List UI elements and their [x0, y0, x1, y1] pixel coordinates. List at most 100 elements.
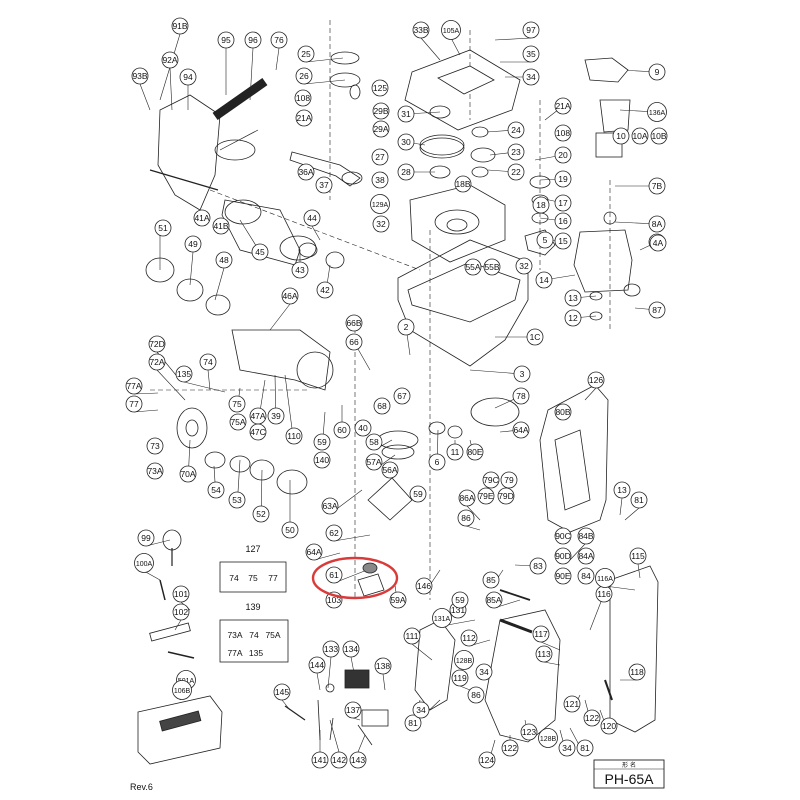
callout-number: 32: [376, 219, 386, 229]
callout-number: 77A: [126, 381, 141, 391]
callout-number: 14: [539, 275, 549, 285]
callout-number: 123: [522, 727, 536, 737]
callout-number: 97: [526, 25, 536, 35]
callout-number: 75A: [230, 417, 245, 427]
part-callouts: 2345691011121314151617181920222324252627…: [125, 17, 668, 769]
callout-50: 50: [281, 521, 299, 539]
callout-136A: 136A: [647, 102, 667, 122]
callout-number: 115: [631, 551, 645, 561]
callout-number: 92A: [162, 55, 177, 65]
callout-number: 125: [373, 83, 387, 93]
callout-number: 59A: [390, 595, 405, 605]
callout-number: 79C: [483, 475, 499, 485]
kit-127: 127 74 75 77: [219, 544, 287, 593]
callout-54: 54: [207, 481, 225, 499]
callout-number: 77: [129, 399, 139, 409]
callout-number: 51: [158, 223, 168, 233]
callout-number: 75: [232, 399, 242, 409]
callout-number: 94: [183, 72, 193, 82]
callout-116A: 116A: [595, 568, 615, 588]
callout-120: 120: [600, 717, 618, 735]
callout-90C: 90C: [554, 527, 572, 545]
callout-number: 85A: [486, 595, 501, 605]
callout-number: 13: [617, 485, 627, 495]
callout-number: 144: [310, 660, 324, 670]
callout-16: 16: [554, 212, 572, 230]
callout-18: 18: [532, 196, 550, 214]
callout-number: 35: [526, 49, 536, 59]
callout-92A: 92A: [161, 51, 179, 69]
callout-117: 117: [532, 625, 550, 643]
kit-139-item: 73A: [227, 630, 242, 640]
callout-79E: 79E: [477, 487, 495, 505]
callout-number: 9: [655, 67, 660, 77]
callout-12: 12: [564, 309, 582, 327]
callout-number: 64A: [513, 425, 528, 435]
callout-113: 113: [535, 645, 553, 663]
callout-72A: 72A: [148, 353, 166, 371]
callout-131A: 131A: [432, 608, 452, 628]
callout-number: 36A: [298, 167, 313, 177]
callout-number: 106B: [174, 688, 191, 695]
callout-15: 15: [554, 232, 572, 250]
callout-30: 30: [397, 133, 415, 151]
callout-number: 122: [503, 743, 517, 753]
callout-134: 134: [342, 640, 360, 658]
callout-86A: 86A: [458, 489, 476, 507]
callout-73: 73: [146, 437, 164, 455]
callout-24: 24: [507, 121, 525, 139]
callout-84B: 84B: [577, 527, 595, 545]
callout-55A: 55A: [464, 258, 482, 276]
kit-127-label: 127: [245, 544, 260, 554]
callout-number: 53: [232, 495, 242, 505]
callout-38: 38: [371, 171, 389, 189]
callout-96: 96: [244, 31, 262, 49]
callout-90D: 90D: [554, 547, 572, 565]
callout-number: 66B: [346, 318, 361, 328]
callout-number: 79D: [498, 491, 514, 501]
callout-number: 54: [211, 485, 221, 495]
callout-52: 52: [252, 505, 270, 523]
callout-number: 117: [534, 629, 548, 639]
callout-135: 135: [175, 365, 193, 383]
callout-51: 51: [154, 219, 172, 237]
callout-number: 55A: [465, 262, 480, 272]
callout-number: 38: [375, 175, 385, 185]
callout-number: 119: [453, 673, 467, 683]
callout-number: 31: [401, 109, 411, 119]
callout-75: 75: [228, 395, 246, 413]
callout-number: 11: [451, 447, 460, 457]
callout-number: 37: [319, 180, 329, 190]
callout-number: 4A: [653, 238, 664, 248]
callout-140: 140: [313, 451, 331, 469]
callout-79: 79: [500, 471, 518, 489]
callout-number: 131: [451, 605, 465, 615]
callout-142: 142: [330, 751, 348, 769]
callout-101: 101: [172, 585, 190, 603]
callout-number: 105A: [443, 28, 460, 35]
callout-number: 108: [556, 128, 570, 138]
callout-144: 144: [308, 656, 326, 674]
callout-86: 86: [467, 686, 485, 704]
callout-number: 34: [479, 667, 489, 677]
callout-number: 111: [406, 631, 419, 641]
callout-number: 6: [435, 457, 440, 467]
callout-58: 58: [365, 433, 383, 451]
callout-60: 60: [333, 421, 351, 439]
callout-22: 22: [507, 163, 525, 181]
callout-48: 48: [215, 251, 233, 269]
callout-number: 44: [307, 213, 317, 223]
callout-4A: 4A: [649, 234, 667, 252]
callout-number: 41A: [194, 213, 209, 223]
callout-number: 142: [332, 755, 346, 765]
callout-number: 72D: [149, 339, 165, 349]
callout-7B: 7B: [648, 177, 666, 195]
callout-18B: 18B: [454, 175, 472, 193]
callout-128B: 128B: [538, 728, 558, 748]
callout-43: 43: [291, 261, 309, 279]
callout-8A: 8A: [648, 215, 666, 233]
callout-number: 140: [315, 455, 329, 465]
callout-81: 81: [576, 739, 594, 757]
callout-57A: 57A: [365, 453, 383, 471]
callout-111: 111: [403, 627, 421, 645]
